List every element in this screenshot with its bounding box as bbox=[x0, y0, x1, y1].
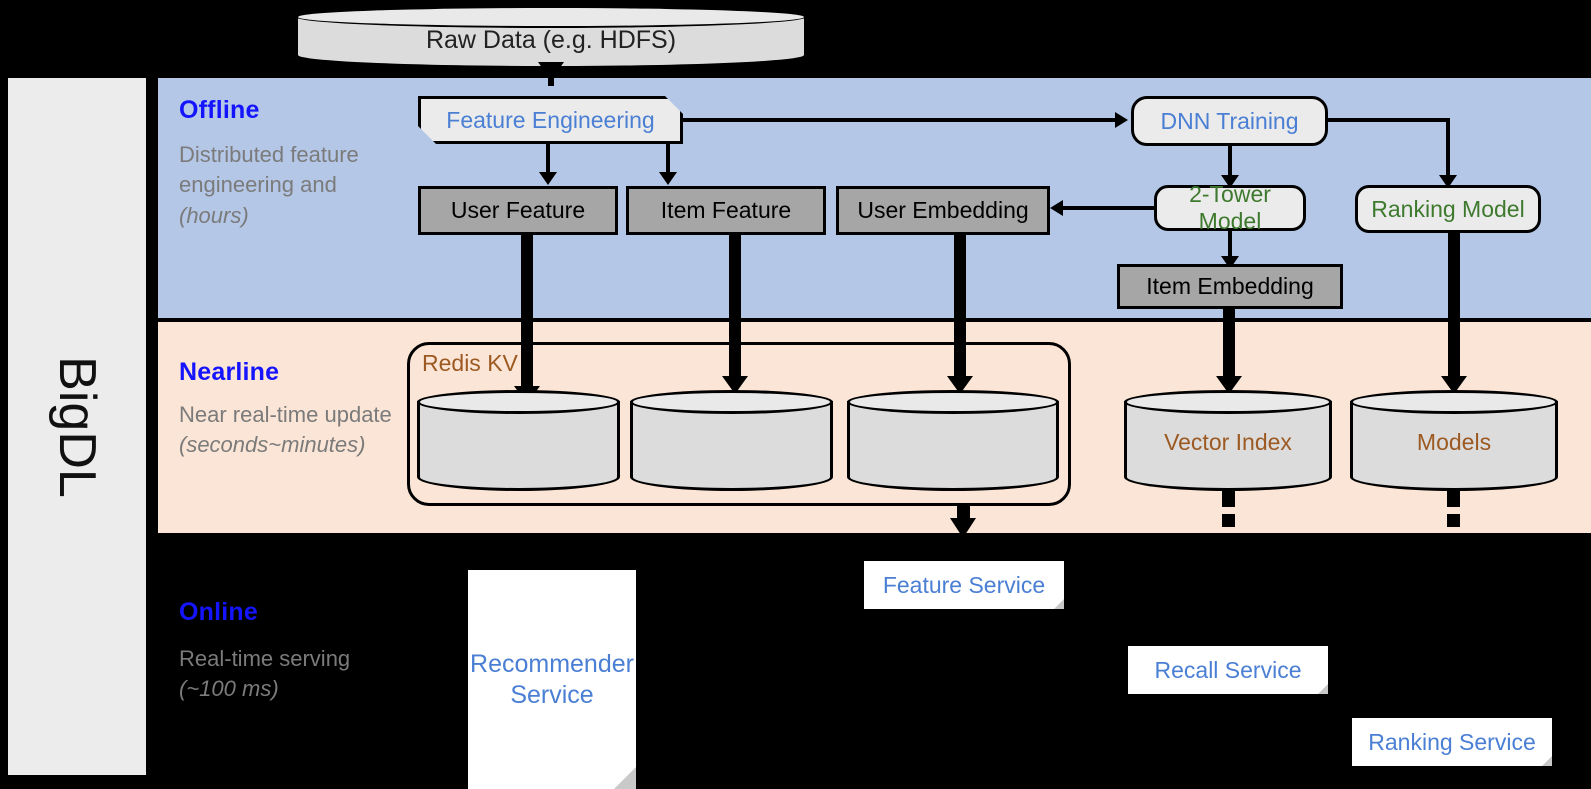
redis-kv-container bbox=[407, 342, 1071, 506]
page-fold-icon bbox=[1054, 599, 1064, 609]
band-desc-offline-text: Distributed feature engineering and bbox=[179, 142, 359, 198]
user-feature-label: User Feature bbox=[450, 197, 586, 223]
item-embedding-label: Item Embedding bbox=[1146, 273, 1314, 299]
user-embedding-box[interactable]: User Embedding bbox=[836, 186, 1050, 235]
page-fold-icon bbox=[1542, 756, 1552, 766]
pipe-userfeature-to-store1 bbox=[521, 235, 533, 393]
cylinder-top bbox=[1124, 390, 1332, 414]
ranking-model-box[interactable]: Ranking Model bbox=[1355, 185, 1541, 233]
cylinder-body bbox=[1350, 401, 1558, 491]
band-desc-nearline-text: Near real-time update bbox=[179, 402, 392, 427]
arrow-fe-to-userfeature-line bbox=[546, 144, 550, 175]
stub-models-dot bbox=[1447, 514, 1460, 527]
models-cylinder[interactable]: Models bbox=[1350, 390, 1558, 491]
arrow-fe-to-userfeature-head bbox=[539, 172, 557, 185]
pipe-userembedding-to-store3 bbox=[954, 235, 966, 383]
vector-index-label: Vector Index bbox=[1164, 428, 1292, 455]
arrow-fe-to-dnn-line bbox=[683, 118, 1115, 122]
cylinder-top bbox=[630, 390, 833, 414]
pipe-itemembedding-to-vectorindex bbox=[1223, 309, 1235, 383]
feature-service-label: Feature Service bbox=[882, 571, 1046, 598]
dnn-training-box[interactable]: DNN Training bbox=[1131, 96, 1328, 146]
band-desc-offline: Distributed feature engineering and (hou… bbox=[179, 140, 404, 231]
ranking-service-box[interactable]: Ranking Service bbox=[1352, 718, 1552, 766]
band-desc-online: Real-time serving (~100 ms) bbox=[179, 644, 404, 705]
band-title-online: Online bbox=[179, 598, 258, 626]
item-feature-box[interactable]: Item Feature bbox=[626, 186, 826, 235]
redis-store-2-cylinder[interactable] bbox=[630, 390, 833, 491]
arrow-dnn-to-ranking-head bbox=[1439, 175, 1457, 188]
cylinder-body bbox=[630, 401, 833, 491]
arrow-dnn-to-ranking-h bbox=[1328, 118, 1450, 122]
arrow-fe-to-dnn-head bbox=[1115, 112, 1128, 128]
ranking-model-label: Ranking Model bbox=[1371, 195, 1525, 222]
arrow-fe-to-itemfeature-head bbox=[659, 172, 677, 185]
cylinder-top bbox=[296, 6, 806, 28]
two-tower-model-label: 2-Tower Model bbox=[1189, 181, 1271, 234]
band-desc-nearline-em: (seconds~minutes) bbox=[179, 432, 366, 458]
band-desc-offline-em: (hours) bbox=[179, 202, 249, 228]
feature-service-box[interactable]: Feature Service bbox=[864, 561, 1064, 609]
band-title-offline: Offline bbox=[179, 96, 260, 124]
recall-service-label: Recall Service bbox=[1154, 656, 1302, 683]
band-title-nearline: Nearline bbox=[179, 358, 280, 386]
item-feature-label: Item Feature bbox=[660, 197, 792, 223]
pipe-itemfeature-to-store2 bbox=[729, 235, 741, 383]
cylinder-body bbox=[1124, 401, 1332, 491]
arrow-fe-to-itemfeature-line bbox=[666, 144, 670, 175]
band-desc-online-text: Real-time serving bbox=[179, 646, 351, 671]
cylinder-top bbox=[1350, 390, 1558, 414]
user-embedding-label: User Embedding bbox=[857, 197, 1029, 223]
vector-index-cylinder[interactable]: Vector Index bbox=[1124, 390, 1332, 491]
stub-vectorindex-dot bbox=[1222, 514, 1235, 527]
cylinder-top bbox=[417, 390, 620, 414]
cylinder-body bbox=[417, 401, 620, 491]
raw-data-cylinder: Raw Data (e.g. HDFS) bbox=[296, 6, 806, 68]
band-desc-online-em: (~100 ms) bbox=[179, 676, 279, 702]
recommender-service-label: Recommender Service bbox=[470, 650, 634, 709]
user-feature-box[interactable]: User Feature bbox=[418, 186, 618, 235]
ranking-service-label: Ranking Service bbox=[1368, 728, 1536, 755]
raw-data-label: Raw Data (e.g. HDFS) bbox=[425, 26, 677, 54]
band-desc-nearline: Near real-time update (seconds~minutes) bbox=[179, 400, 404, 461]
arrow-redis-to-featureservice-head bbox=[950, 518, 976, 538]
page-fold-icon bbox=[1318, 684, 1328, 694]
arrow-dnn-to-ranking-v bbox=[1446, 118, 1450, 178]
arrow-dnn-to-twotower-head bbox=[1221, 175, 1239, 188]
models-label: Models bbox=[1416, 428, 1492, 455]
cylinder-top bbox=[847, 390, 1059, 414]
stub-vectorindex bbox=[1222, 491, 1235, 507]
bigdl-label: BigDL bbox=[48, 355, 106, 498]
arrow-twotower-to-itemembedding-line bbox=[1228, 231, 1232, 259]
pipe-rankingmodel-to-models bbox=[1448, 233, 1460, 383]
dnn-training-label: DNN Training bbox=[1160, 107, 1299, 134]
redis-store-1-cylinder[interactable] bbox=[417, 390, 620, 491]
bigdl-sidebar: BigDL bbox=[8, 78, 146, 775]
arrow-dnn-to-twotower-line bbox=[1228, 146, 1232, 178]
stub-models bbox=[1447, 491, 1460, 507]
arrow-twotower-to-userembedding-head bbox=[1050, 200, 1063, 216]
item-embedding-box[interactable]: Item Embedding bbox=[1117, 264, 1343, 309]
stub-redis-out bbox=[957, 505, 970, 519]
redis-kv-label: Redis KV bbox=[422, 350, 518, 376]
feature-engineering-label: Feature Engineering bbox=[446, 106, 655, 133]
cylinder-body bbox=[847, 401, 1059, 491]
arrow-twotower-to-userembedding-line bbox=[1063, 206, 1156, 210]
feature-engineering-box[interactable]: Feature Engineering bbox=[418, 96, 683, 144]
recall-service-box[interactable]: Recall Service bbox=[1128, 646, 1328, 694]
arrow-rawdata-to-fe-head bbox=[538, 62, 564, 80]
page-fold-icon bbox=[614, 767, 636, 789]
two-tower-model-box[interactable]: 2-Tower Model bbox=[1154, 181, 1306, 234]
recommender-service-page[interactable]: Recommender Service bbox=[468, 570, 636, 789]
redis-store-3-cylinder[interactable] bbox=[847, 390, 1059, 491]
